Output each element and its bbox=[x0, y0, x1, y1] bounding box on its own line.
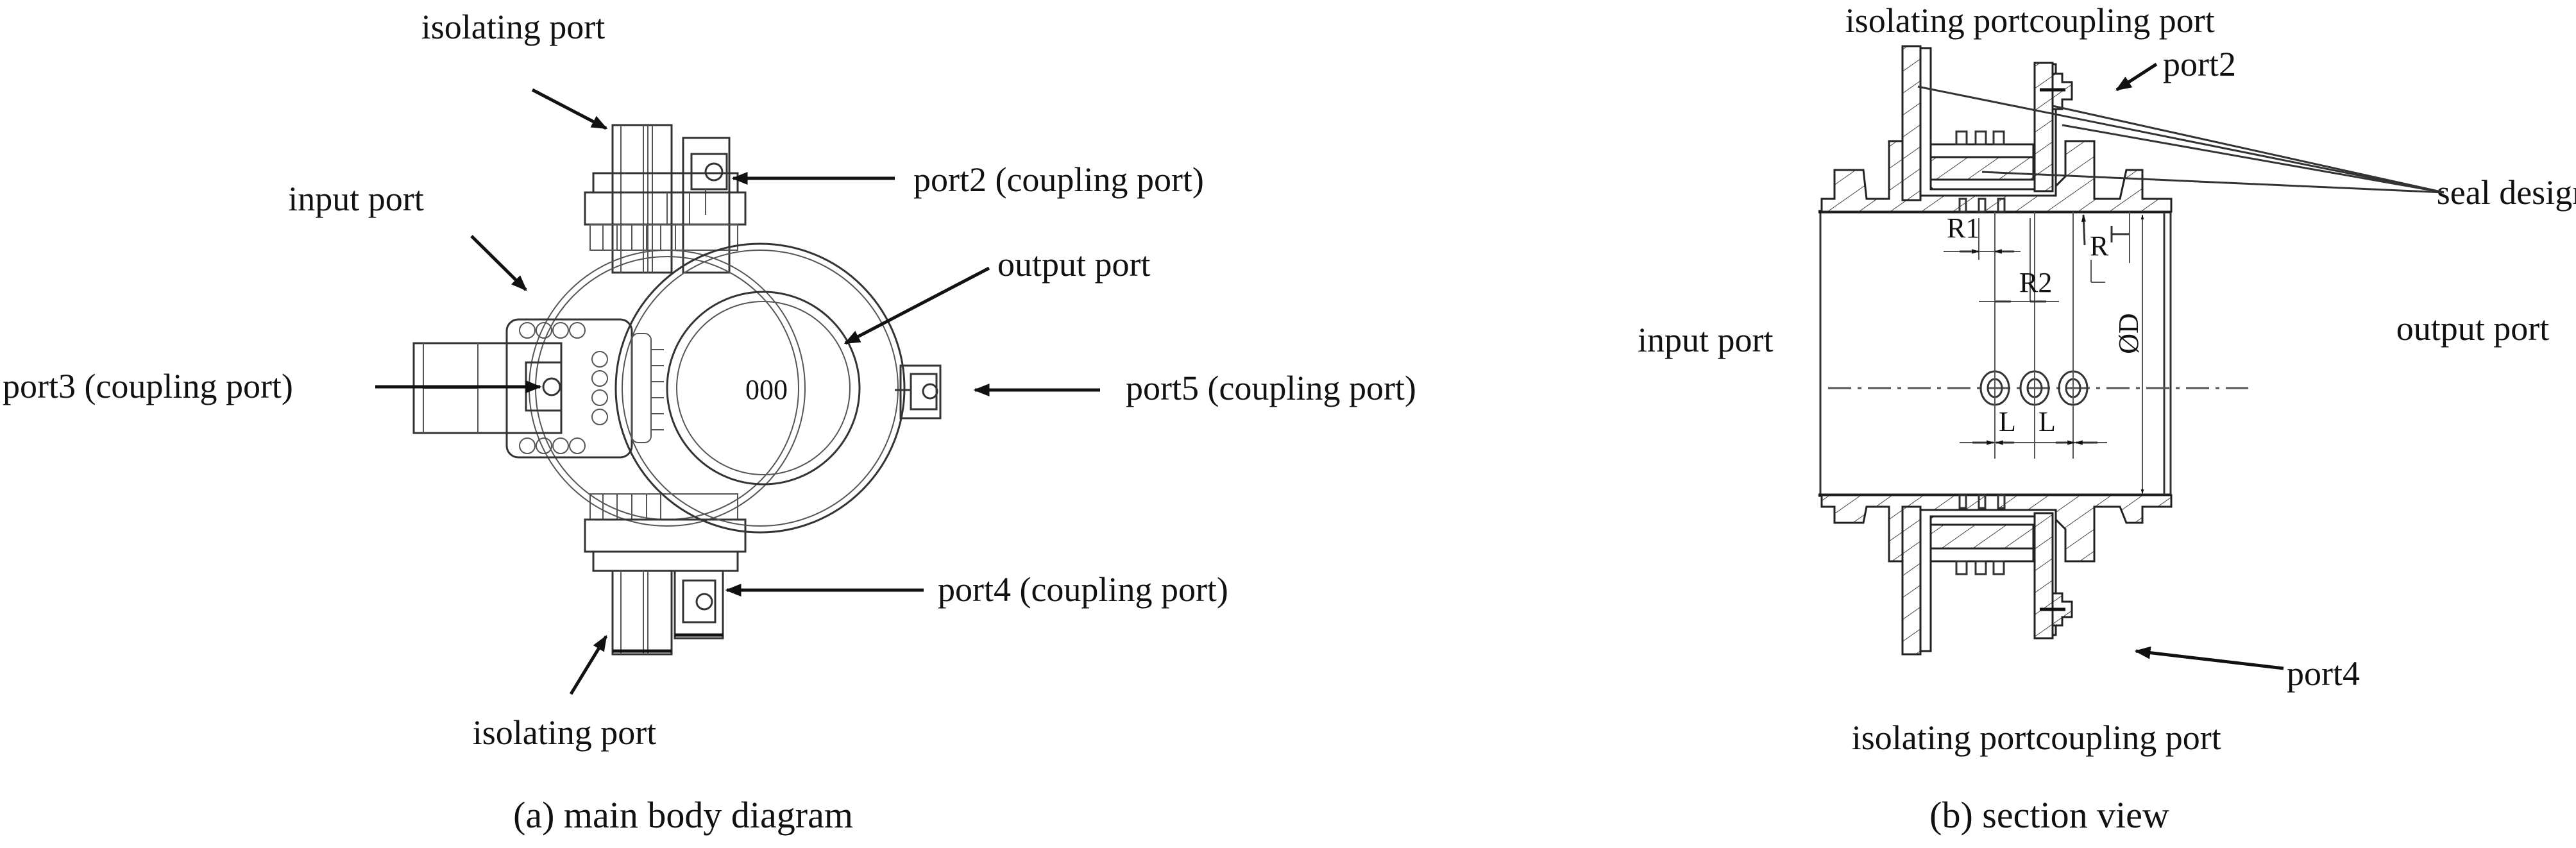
label-b-input: input port bbox=[1638, 321, 1774, 359]
label-a-port4: port4 (coupling port) bbox=[938, 570, 1228, 609]
caption-a: (a) main body diagram bbox=[513, 794, 853, 836]
label-a-input: input port bbox=[288, 180, 424, 218]
label-b-seal-design: seal design bbox=[2437, 173, 2576, 212]
caption-b: (b) section view bbox=[1929, 794, 2169, 836]
bottom-isolating-port-housing bbox=[584, 493, 747, 656]
label-a-port2: port2 (coupling port) bbox=[913, 160, 1204, 199]
label-a-output: output port bbox=[997, 245, 1151, 284]
label-b-isolating-top: isolating port bbox=[1845, 1, 2029, 40]
left-bolt-ring bbox=[519, 322, 608, 454]
panel-b-section-view: R1 R2 R ØD L L isolating port coupling p… bbox=[1638, 1, 2576, 836]
leader-a-isolating-top bbox=[531, 88, 608, 130]
top-isolating-port-housing bbox=[584, 124, 747, 274]
dim-r2: R2 bbox=[2019, 267, 2052, 298]
dimension-lines bbox=[1944, 212, 2144, 495]
leader-a-input bbox=[470, 235, 527, 291]
top-housing-section bbox=[1820, 45, 2173, 213]
bottom-coupling-holes bbox=[1958, 494, 2006, 509]
leader-a-output bbox=[843, 266, 990, 345]
dim-r1: R1 bbox=[1947, 212, 1979, 244]
bottom-bolts bbox=[1955, 560, 2005, 575]
label-a-port3: port3 (coupling port) bbox=[3, 367, 293, 405]
dim-l2: L bbox=[2038, 406, 2056, 437]
output-port-flange: 000 bbox=[614, 242, 906, 534]
label-a-isolating-top: isolating port bbox=[421, 8, 605, 46]
label-a-isolating-bottom: isolating port bbox=[473, 713, 656, 752]
dim-r: R bbox=[2090, 230, 2109, 262]
top-coupling-holes bbox=[1958, 198, 2006, 213]
label-b-coupling-bottom: coupling port bbox=[2035, 718, 2221, 757]
dim-diameter: ØD bbox=[2113, 313, 2144, 354]
leader-b-port4 bbox=[2134, 646, 2284, 670]
output-marking: 000 bbox=[745, 374, 788, 405]
panel-a-main-body: 000 isolating port input port port2 (cou… bbox=[3, 8, 1416, 836]
top-bolts bbox=[1955, 130, 2005, 146]
bottom-housing-section bbox=[1820, 494, 2173, 656]
label-b-port4: port4 bbox=[2287, 654, 2360, 693]
leader-b-port2 bbox=[2115, 62, 2158, 92]
port5-block bbox=[895, 364, 942, 420]
left-gear-teeth bbox=[651, 349, 664, 430]
bottom-bolt-row bbox=[589, 493, 738, 520]
label-a-port5: port5 (coupling port) bbox=[1126, 369, 1416, 407]
label-b-coupling-top: coupling port bbox=[2029, 1, 2214, 40]
leaders-b-seal-design bbox=[1917, 85, 2445, 194]
leader-a-isolating-bottom bbox=[569, 634, 608, 695]
dim-l1: L bbox=[1999, 406, 2016, 437]
label-b-output: output port bbox=[2396, 309, 2550, 348]
label-b-isolating-bottom: isolating port bbox=[1852, 718, 2035, 757]
label-b-port2: port2 bbox=[2163, 45, 2236, 83]
